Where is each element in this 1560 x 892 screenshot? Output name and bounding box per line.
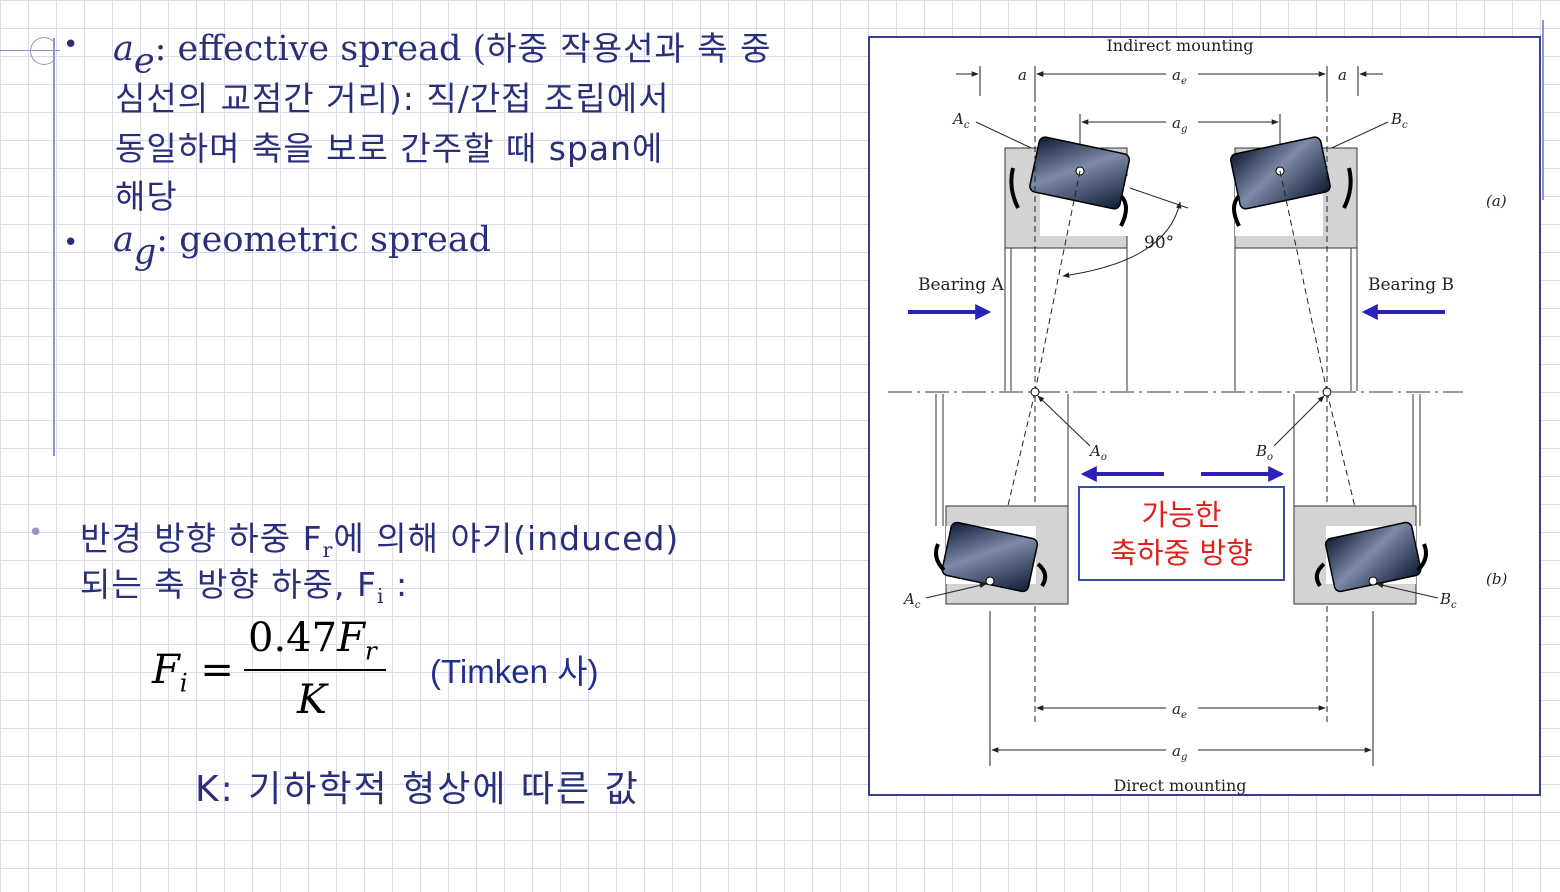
dim-a-left: a xyxy=(1018,66,1027,84)
label-Ac-bottom: Ac xyxy=(902,590,921,611)
bearing-mounting-diagram: Indirect mounting Direct mounting a ae a… xyxy=(888,36,1507,795)
k-definition: K: 기하학적 형상에 따른 값 xyxy=(195,769,640,810)
bullet-induced-line2: 되는 축 방향 하중, Fi : xyxy=(80,558,408,608)
title-direct-mounting: Direct mounting xyxy=(1113,776,1246,795)
dim-ag-bottom: ag xyxy=(1172,742,1187,763)
angle-90-label: 90° xyxy=(1144,233,1174,253)
possible-axial-load-callout: 가능한 축하중 방향 xyxy=(1078,486,1285,581)
formula-denominator: K xyxy=(297,677,327,723)
dim-ag-top: ag xyxy=(1172,114,1187,135)
slide-decor-line xyxy=(53,38,55,456)
bullet-ag-line: ag: geometric spread xyxy=(113,220,491,272)
bullet-ae-line2: 심선의 교점간 거리): 직/간접 조립에서 xyxy=(115,79,670,118)
bullet-ae-line1: ae: effective spread (하중 작용선과 축 중 xyxy=(113,22,772,81)
dim-a-right: a xyxy=(1338,66,1347,84)
label-Ao: Ao xyxy=(1088,442,1107,463)
bullet-dot: • xyxy=(63,228,79,258)
bearing-diagram-frame xyxy=(868,36,1541,796)
dim-ae-top: ae xyxy=(1172,66,1187,87)
slide-decor-circle xyxy=(30,37,58,65)
bullet-induced-line1: 반경 방향 하중 Fr에 의해 야기(induced) xyxy=(80,512,679,562)
label-Bc-top: Bc xyxy=(1390,110,1408,131)
induced-text-3: 되는 축 방향 하중, F xyxy=(80,565,377,604)
label-Bo: Bo xyxy=(1255,442,1273,463)
bullet-dot: • xyxy=(28,518,44,548)
ae-korean-1: 하중 작용선과 축 중 xyxy=(486,29,772,68)
timken-note: (Timken 사) xyxy=(430,653,599,690)
callout-line-2: 축하중 방향 xyxy=(1110,536,1253,570)
fi-subscript: i xyxy=(376,584,385,609)
fraction-bar xyxy=(244,669,386,671)
dim-ae-bottom: ae xyxy=(1172,700,1187,721)
bullet-dot: • xyxy=(63,30,79,60)
ae-symbol: a xyxy=(113,29,134,69)
label-bearing-b: Bearing B xyxy=(1368,275,1454,295)
ag-latin-text: : geometric spread xyxy=(156,220,492,260)
ag-symbol: a xyxy=(113,220,134,260)
formula-numerator: 0.47Fr xyxy=(248,615,377,666)
bullet-ae-line3: 동일하며 축을 보로 간주할 때 span에 xyxy=(115,129,664,168)
ag-subscript: g xyxy=(133,232,157,273)
part-label-a: (a) xyxy=(1486,192,1507,210)
slide-decor-right-line xyxy=(1542,20,1544,200)
label-Bc-bottom: Bc xyxy=(1439,590,1457,611)
ae-subscript: e xyxy=(133,41,155,82)
formula-lhs: Fi = xyxy=(152,647,234,698)
label-bearing-a: Bearing A xyxy=(918,275,1004,295)
part-label-b: (b) xyxy=(1486,570,1507,588)
induced-text-2: 에 의해 야기(induced) xyxy=(333,519,680,558)
callout-line-1: 가능한 xyxy=(1141,498,1222,532)
induced-text-4: : xyxy=(384,565,409,604)
induced-text-1: 반경 방향 하중 F xyxy=(80,519,323,558)
bullet-ae-line4: 해당 xyxy=(115,177,178,216)
title-indirect-mounting: Indirect mounting xyxy=(1106,36,1253,55)
label-Ac-top: Ac xyxy=(951,110,970,131)
fr-subscript: r xyxy=(322,538,334,563)
ae-latin-text: : effective spread ( xyxy=(154,29,487,69)
